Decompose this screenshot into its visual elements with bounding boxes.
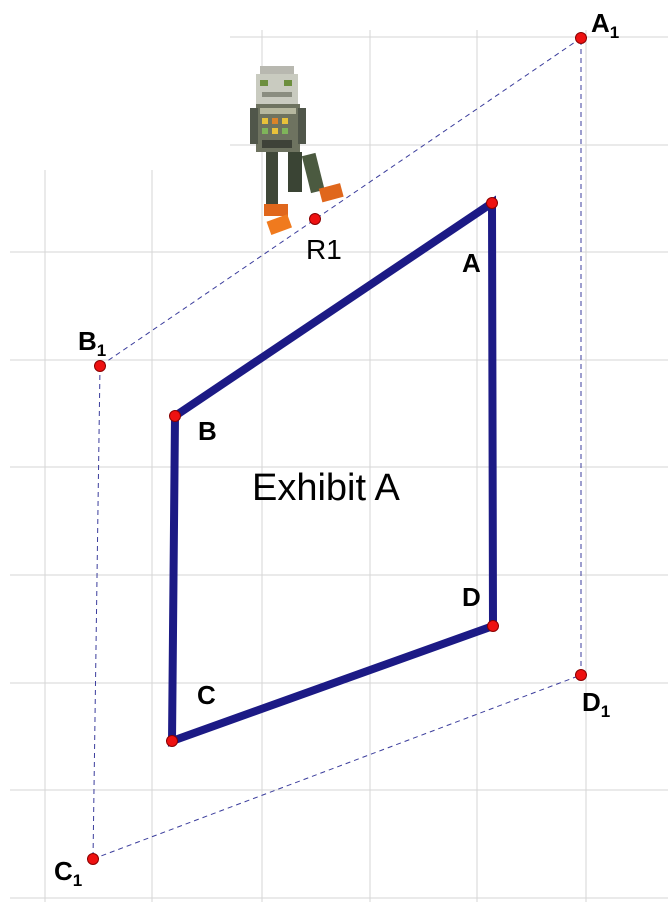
label-a1: A1 [591,8,619,42]
label-d1: D1 [582,687,610,721]
robot-icon [250,66,344,235]
label-a: A [462,248,481,278]
grid [10,30,668,902]
label-c: C [197,680,216,710]
point-c1[interactable] [87,853,99,865]
dashed-edge-a1-b1 [99,37,582,367]
point-c[interactable] [166,735,178,747]
exhibit-title: Exhibit A [252,467,401,509]
point-b1[interactable] [94,360,106,372]
point-a1[interactable] [575,32,587,44]
points [87,32,587,865]
label-r1: R1 [306,234,342,265]
label-b: B [198,416,217,446]
point-b[interactable] [169,410,181,422]
label-d: D [462,582,481,612]
point-d1[interactable] [575,669,587,681]
translated-quadrilateral [92,37,582,860]
point-d[interactable] [487,620,499,632]
point-a[interactable] [486,197,498,209]
label-b1: B1 [78,326,106,360]
label-c1: C1 [54,856,82,890]
dashed-edge-b1-c1 [92,365,101,860]
dashed-edge-c1-d1 [92,674,582,860]
point-r1[interactable] [309,213,321,225]
